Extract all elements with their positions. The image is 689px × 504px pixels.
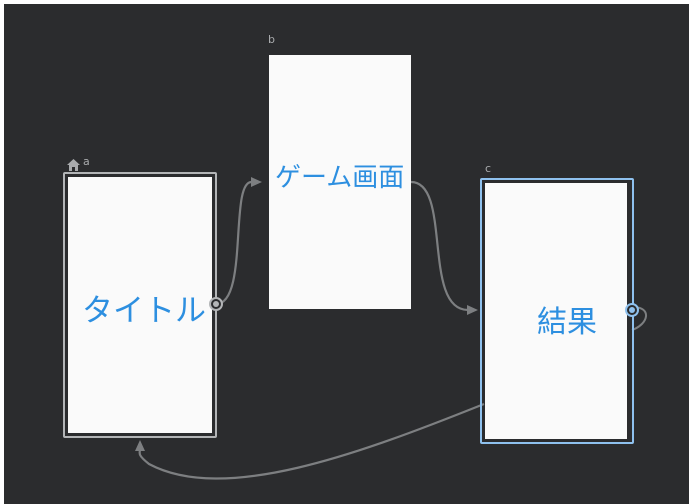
screen-preview: 結果 [485, 183, 627, 439]
arrowhead-a-to-b [251, 177, 262, 187]
action-arrow-b-to-c[interactable] [410, 180, 469, 312]
destination-frame[interactable]: ゲーム画面 [269, 55, 411, 309]
action-arrow-c-to-a[interactable] [138, 402, 485, 480]
destination-label: a [83, 155, 90, 168]
destination-frame[interactable]: 結果 [480, 178, 634, 444]
screen-preview: タイトル [68, 177, 212, 433]
action-arrows [135, 177, 647, 480]
screen-text: 結果 [537, 305, 597, 340]
screen-text: タイトル [82, 293, 206, 329]
home-icon [67, 156, 80, 175]
arrowhead-b-to-c [467, 305, 478, 315]
action-arrow-a-to-b[interactable] [215, 180, 253, 306]
arrowhead-c-to-a [135, 440, 145, 451]
destination-frame[interactable]: タイトル [63, 172, 217, 438]
destination-label: c [485, 162, 492, 175]
action-handle[interactable] [625, 303, 639, 317]
screen-text: ゲーム画面 [275, 163, 405, 193]
action-handle[interactable] [209, 297, 223, 311]
destination-label: b [268, 33, 275, 46]
navigation-graph-canvas[interactable]: a タイトル b ゲーム画面 c 結果 [4, 4, 689, 504]
